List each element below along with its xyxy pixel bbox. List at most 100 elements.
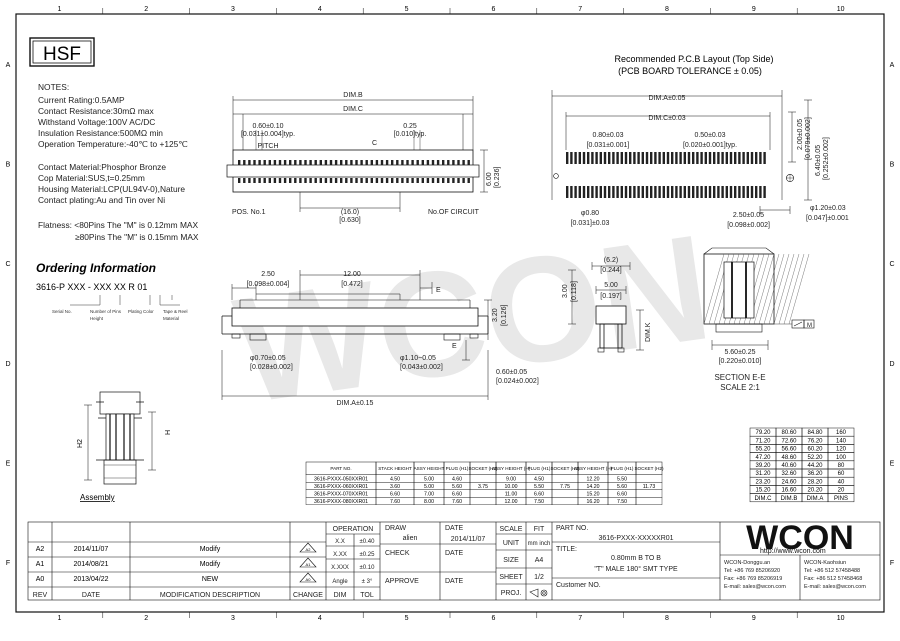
dim-500-inch: [0.197] — [600, 293, 621, 300]
dim-table-text: 79.20 — [755, 430, 771, 436]
dim-table-text: 39.20 — [755, 463, 771, 469]
section-d560-inch: [0.220±0.010] — [719, 358, 762, 365]
height-600: 6.00 — [486, 172, 493, 186]
pin — [426, 178, 430, 183]
tol-label: TOL — [360, 592, 374, 599]
rev-desc: NEW — [202, 576, 219, 583]
pcb-pads-bottom — [566, 186, 766, 198]
part-table-header: ASSY HEIGHT — [414, 466, 445, 471]
part-table-text: 3.75 — [478, 484, 488, 490]
rev-triangle-icon — [299, 572, 317, 583]
pcb-pad — [700, 186, 703, 198]
grid-col-label: 5 — [405, 6, 409, 13]
part-table-text: 5.60 — [452, 484, 462, 490]
pcb-hole-inch: [0.031]±0.03 — [571, 220, 610, 227]
rev-desc: Modify — [200, 561, 221, 568]
pcb-pad — [591, 186, 594, 198]
assembly-dim-h: H — [165, 430, 172, 435]
grid-col-label: 3 — [231, 6, 235, 13]
pcb-pad — [734, 152, 737, 164]
pin — [467, 160, 470, 165]
pin — [340, 160, 343, 165]
part-table-text: 6.60 — [617, 491, 627, 497]
pin — [457, 178, 460, 183]
pin — [431, 160, 435, 165]
pin — [416, 160, 419, 165]
pcb-v200-inch: [0.079±0.002] — [805, 117, 812, 160]
part-table-cell — [635, 489, 663, 498]
pcb-pad — [629, 152, 632, 164]
change-header: CHANGE — [293, 592, 323, 599]
pcb-pad — [570, 186, 573, 198]
pcb-pad — [746, 186, 749, 198]
pcb-pad — [713, 152, 716, 164]
hole-dim: φ0.70±0.05 — [250, 355, 286, 362]
pin — [319, 178, 322, 183]
logo-text: HSF — [43, 44, 81, 65]
pos-no-1: POS. No.1 — [232, 209, 266, 216]
dim-1200: 12.00 — [343, 271, 361, 278]
pin — [355, 160, 358, 165]
pcb-pad — [624, 186, 628, 198]
tol-key: X.XX — [333, 552, 347, 558]
pin — [319, 160, 322, 165]
part-table-text: 15.20 — [587, 491, 600, 497]
pcb-pad — [654, 152, 657, 164]
dim-table-text: 36.20 — [807, 471, 823, 477]
dim-table-text: 28.20 — [807, 479, 823, 485]
dim-table-text: 47.20 — [755, 455, 771, 461]
pin — [294, 160, 297, 165]
pin — [411, 178, 414, 183]
contact-left: Fax: +86 769 85206919 — [724, 576, 782, 582]
hatch-line — [773, 253, 795, 325]
contact-left: E-mail: sales@wcon.com — [724, 584, 786, 590]
part-table-header: STACK HEIGHT — [378, 466, 412, 471]
pcb-dims: DIM.A±0.05 DIM.C±0.03 0.80±0.03 [0.031±0… — [571, 95, 849, 229]
ordering-sublabel: Tape & Reel — [163, 309, 188, 314]
note-line: Contact Material:Phosphor Bronze — [38, 162, 166, 172]
c-mark: C — [372, 140, 377, 147]
note-line: Withstand Voltage:100V AC/DC — [38, 117, 155, 127]
pcb-pad — [721, 186, 724, 198]
pcb-d120: φ1.20±0.03 — [810, 205, 846, 212]
check-label: CHECK — [385, 550, 410, 557]
flatness-line: Flatness: <80Pins The "M" is 0.12mm MAX — [38, 220, 199, 230]
pcb-pad — [599, 186, 602, 198]
note-line: Housing Material:LCP(UL94V-0),Nature — [38, 184, 185, 194]
pin — [278, 160, 282, 165]
part-table-text: 14.20 — [587, 484, 600, 490]
dim-320-inch: [0.126] — [501, 305, 508, 326]
pin — [375, 178, 379, 183]
dim-table-cell — [827, 493, 855, 503]
dim-table-text: DIM.B — [781, 496, 798, 502]
dim-label: DIM — [334, 592, 347, 599]
pcb-hole: φ0.80 — [581, 210, 599, 217]
pin — [268, 160, 271, 165]
pcb-pad — [725, 152, 728, 164]
pcb-pad — [729, 186, 733, 198]
part-table-text: 7.00 — [424, 491, 434, 497]
scale-label: SCALE — [500, 526, 523, 533]
pcb-pad — [734, 186, 737, 198]
pcb-pad — [750, 186, 754, 198]
proj-label: PROJ. — [501, 590, 522, 597]
note-line: Contact plating:Au and Tin over Ni — [38, 195, 165, 205]
rev-code: A2 — [36, 546, 45, 553]
pcb-pad — [633, 186, 636, 198]
part-table-text: 5.00 — [424, 484, 434, 490]
dim-table-text: 20 — [838, 488, 845, 494]
grid-col-label: 3 — [231, 615, 235, 622]
part-table-text: 7.60 — [452, 499, 462, 505]
ordering-title: Ordering Information — [36, 261, 156, 275]
grid-col-label: 7 — [578, 6, 582, 13]
pcb-pad — [574, 186, 577, 198]
tol-key: X.XXX — [331, 565, 349, 571]
dim-060: 0.60±0.05 — [496, 369, 527, 376]
dim-320: 3.20 — [492, 308, 499, 322]
pin — [370, 178, 373, 183]
pcb-pad — [692, 152, 695, 164]
pin — [248, 160, 251, 165]
